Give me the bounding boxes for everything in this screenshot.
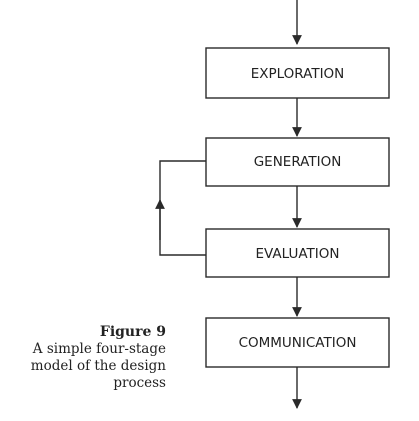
stage-box-evaluation: EVALUATION xyxy=(205,228,390,278)
stage-box-exploration: EXPLORATION xyxy=(205,47,390,99)
figure-title: Figure 9 xyxy=(99,324,166,340)
stage-box-generation: GENERATION xyxy=(205,137,390,187)
stage-box-communication: COMMUNICATION xyxy=(205,317,390,368)
feedback-loop-line xyxy=(159,160,206,256)
stage-label-evaluation: EVALUATION xyxy=(255,246,339,262)
stage-label-communication: COMMUNICATION xyxy=(239,335,357,351)
stage-label-exploration: EXPLORATION xyxy=(251,66,345,82)
stage-label-generation: GENERATION xyxy=(254,154,342,170)
figure-description: A simple four-stage model of the design … xyxy=(30,341,166,391)
figure-caption: Figure 9 A simple four-stage model of th… xyxy=(6,324,166,392)
